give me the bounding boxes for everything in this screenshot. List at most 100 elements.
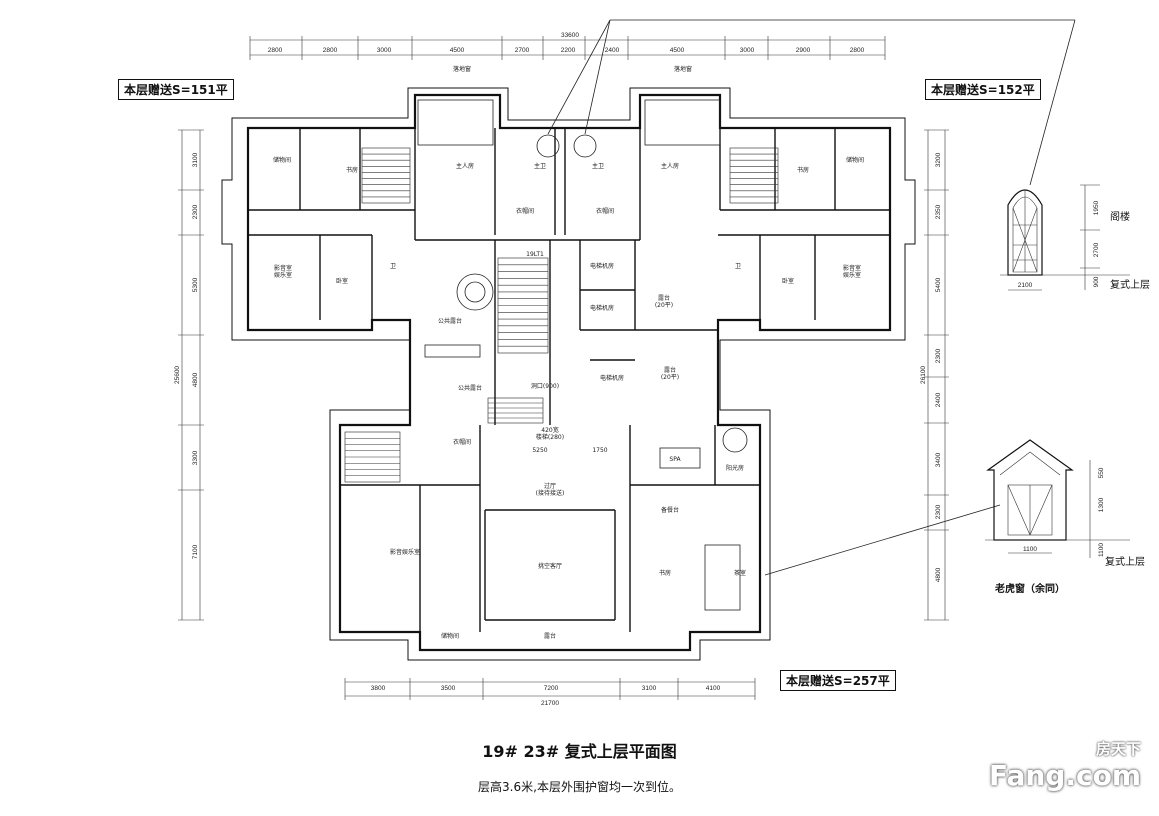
equip-room-2-label: 电梯机房 [590, 304, 614, 312]
atrium-label: 挑空客厅 [538, 562, 562, 570]
building-outline [221, 87, 916, 661]
spa-label: SPA [669, 456, 681, 463]
cloak-label: 衣帽间 [453, 438, 471, 446]
dormer-detail: 1950 2700 900 2100 阁楼 复式上层 [1000, 184, 1150, 291]
study-bottom-label: 书房 [659, 569, 671, 577]
right-seg: 2300 [935, 348, 942, 363]
media-right-label: 影音室娱乐室 [843, 264, 861, 279]
fixtures [417, 99, 748, 611]
storage-bottom-label: 储物间 [441, 632, 459, 640]
bottom-seg: 3100 [642, 685, 657, 692]
left-seg: 7100 [192, 544, 199, 559]
interior-walls [248, 128, 890, 632]
bottom-seg: 3500 [441, 685, 456, 692]
brand-watermark: 房天下 Fang.com [989, 738, 1141, 792]
right-seg: 2300 [935, 504, 942, 519]
media-left-label: 影音室娱乐室 [274, 264, 292, 279]
left-dimension-chain: 3100 2300 5300 4800 3300 7100 25600 [174, 129, 204, 621]
dim-1750-label: 1750 [592, 447, 607, 454]
brand-name: 房天下 [1095, 740, 1141, 758]
bottom-dimension-chain: 3800 3500 7200 3100 4100 21700 [344, 678, 756, 707]
bottom-gift-tag: 本层赠送S=257平 [780, 670, 896, 691]
bedroom-left-label: 卧室 [336, 277, 348, 285]
leader-lines [547, 19, 1076, 576]
study-left-label: 书房 [346, 166, 358, 174]
top-dimension-chain: 33600 2800 2800 3000 4500 2700 2200 2400… [249, 32, 886, 60]
public-terrace-2-label: 公共露台 [458, 384, 482, 392]
bottom-seg: 4100 [706, 685, 721, 692]
right-seg: 5400 [935, 277, 942, 292]
top-seg: 2900 [796, 47, 811, 54]
right-seg: 2350 [935, 204, 942, 219]
top-seg: 2800 [850, 47, 865, 54]
right-total-dim: 26100 [920, 366, 927, 384]
closet-left-label: 衣帽间 [516, 207, 534, 215]
tiger-window-detail: 550 1300 1100 1100 复式上层 老虎窗（余同） [985, 439, 1145, 595]
right-gift-tag: 本层赠送S=152平 [925, 79, 1041, 100]
tiger-width: 1100 [1023, 546, 1037, 553]
bottom-seg: 7200 [544, 685, 559, 692]
sunroom-label: 阳光房 [726, 464, 744, 472]
tea-room-label: 茶室 [734, 569, 746, 577]
top-seg: 2200 [561, 47, 576, 54]
top-seg: 2400 [605, 47, 620, 54]
master-bath-right-label: 主卫 [592, 162, 604, 170]
bottom-seg: 3800 [371, 685, 386, 692]
terrace-bottom-label: 露台 [544, 632, 556, 640]
left-seg: 5300 [192, 277, 199, 292]
bottom-total-dim: 21700 [541, 700, 559, 707]
right-seg: 3400 [935, 452, 942, 467]
master-bath-left-label: 主卫 [534, 162, 546, 170]
stairs [344, 147, 779, 483]
left-seg: 4800 [192, 372, 199, 387]
study-right-label: 书房 [797, 166, 809, 174]
top-seg: 2800 [323, 47, 338, 54]
dormer-upper-label: 复式上层 [1110, 278, 1150, 291]
closet-right-label: 衣帽间 [596, 207, 614, 215]
bay-window-left-label: 落地窗 [453, 65, 471, 73]
right-seg: 2400 [935, 392, 942, 407]
top-seg: 4500 [450, 47, 465, 54]
bay-window-right-label: 落地窗 [674, 65, 692, 73]
left-seg: 3300 [192, 450, 199, 465]
left-total-dim: 25600 [174, 366, 181, 384]
right-dimension-chain: 3200 2350 5400 2300 2400 3400 2300 4800 … [920, 129, 949, 621]
wc-right-label: 卫 [735, 263, 741, 270]
stair-note-label: 420宽楼梯(280) [536, 426, 564, 441]
brand-domain: Fang.com [988, 759, 1141, 792]
left-seg: 2300 [192, 204, 199, 219]
wc-left-label: 卫 [390, 263, 396, 270]
plan-subtitle: 层高3.6米,本层外围护窗均一次到位。 [478, 780, 681, 794]
hall-label: 过厅(接待接送) [536, 482, 565, 497]
dormer-dim: 1950 [1093, 200, 1100, 215]
bedroom-right-label: 卧室 [782, 277, 794, 285]
top-seg: 3000 [740, 47, 755, 54]
dormer-dim: 900 [1093, 276, 1100, 287]
attic-label: 阁楼 [1110, 210, 1130, 223]
storage-right-label: 储物间 [846, 156, 864, 164]
elevator-label: 19LT1 [526, 251, 544, 258]
terrace-r2-label: 露台(20平) [661, 366, 679, 381]
public-terrace-label: 公共露台 [438, 317, 462, 325]
terrace-r1-label: 露台(20平) [655, 294, 673, 309]
master-bed-left-label: 主人房 [456, 162, 474, 170]
tiger-caption: 老虎窗（余同） [994, 582, 1065, 595]
prep-label: 备餐台 [661, 506, 679, 514]
tiger-dim: 1100 [1098, 543, 1105, 557]
hole-label: 洞口(900) [531, 382, 559, 390]
top-seg: 2800 [268, 47, 283, 54]
equip-room-3-label: 电梯机房 [600, 374, 624, 382]
master-bed-right-label: 主人房 [661, 162, 679, 170]
dormer-width: 2100 [1018, 282, 1033, 289]
top-seg: 2700 [515, 47, 530, 54]
room-labels: 落地窗 落地窗 储物间 储物间 书房 书房 主人房 主人房 主卫 主卫 衣帽间 … [273, 65, 864, 640]
dim-5250-label: 5250 [532, 447, 547, 454]
right-seg: 4800 [935, 567, 942, 582]
left-seg: 3100 [192, 152, 199, 167]
media-big-label: 影音娱乐室 [390, 548, 420, 556]
dormer-dim: 2700 [1093, 242, 1100, 257]
top-total-dim: 33600 [561, 32, 579, 39]
tiger-dim: 1300 [1098, 497, 1105, 512]
right-seg: 3200 [935, 152, 942, 167]
